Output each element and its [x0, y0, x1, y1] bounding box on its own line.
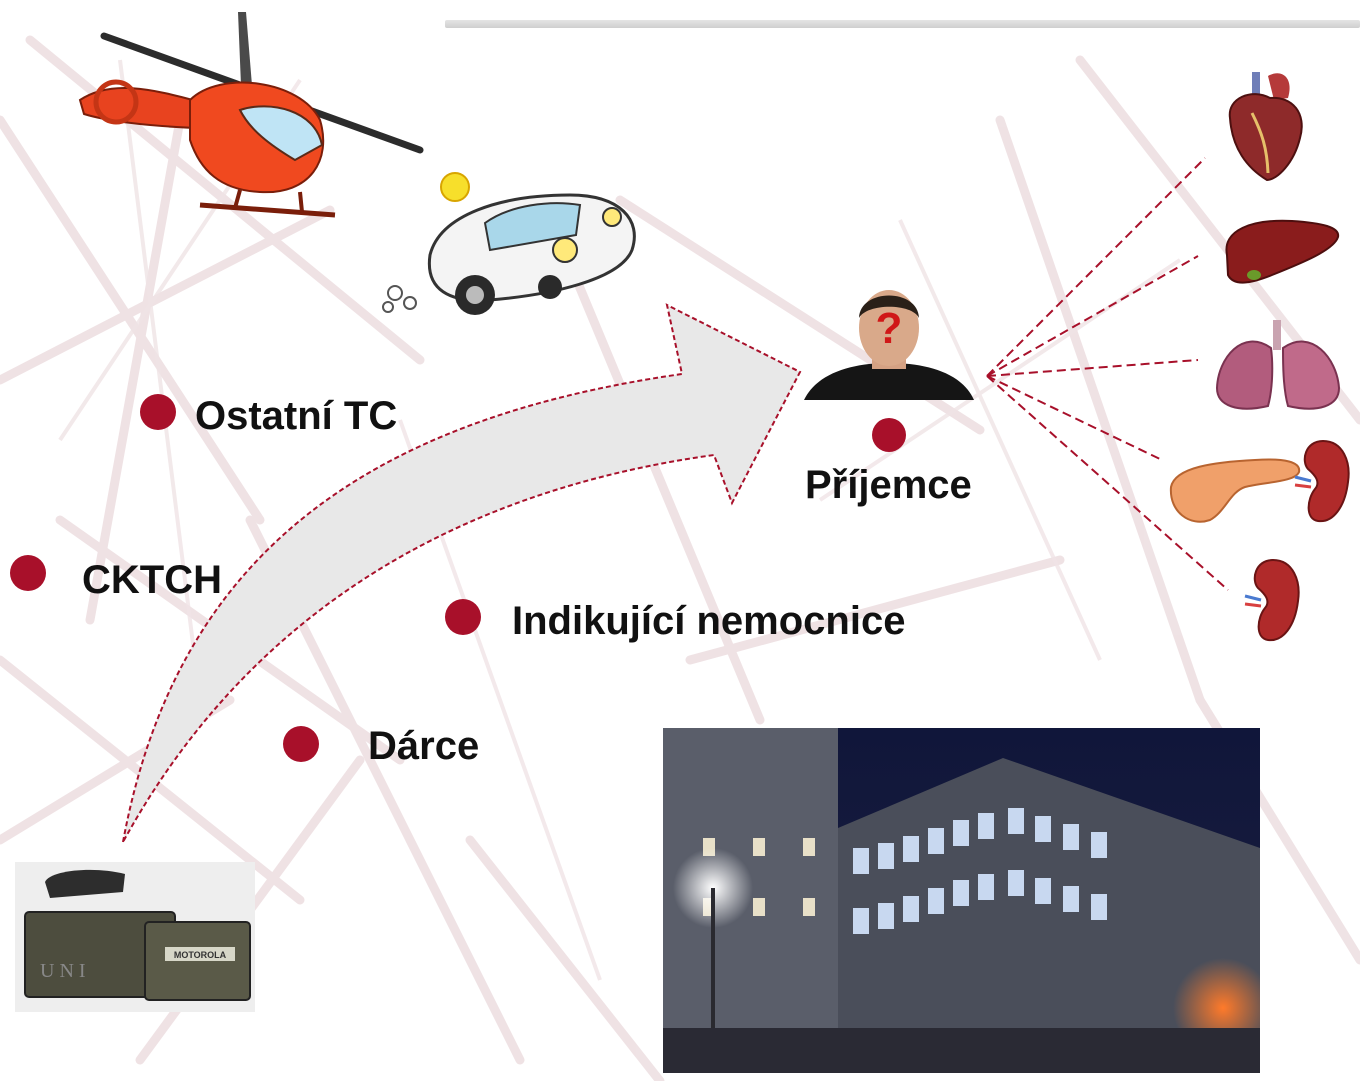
top-divider-bar [445, 20, 1360, 28]
label-cktch: CKTCH [82, 558, 222, 602]
label-prijemce: Příjemce [805, 463, 972, 507]
kidney-organ-icon [1244, 558, 1300, 642]
label-darce: Dárce [368, 724, 480, 768]
svg-text:MOTOROLA: MOTOROLA [174, 950, 227, 960]
hospital-building-photo [663, 728, 1260, 1073]
bullet-darce [283, 726, 319, 762]
svg-text:?: ? [876, 304, 903, 353]
kidney-organ-icon [1294, 439, 1350, 523]
bullet-ostatni-tc [140, 394, 176, 430]
bullet-cktch [10, 555, 46, 591]
ambulance-car-icon [382, 172, 636, 315]
heart-organ-icon [1228, 72, 1303, 182]
bullet-indikujici-nemocnice [445, 599, 481, 635]
helicopter-icon [78, 12, 424, 218]
pancreas-organ-icon [1169, 458, 1301, 523]
anonymous-recipient-icon: ? [804, 290, 974, 400]
liver-organ-icon [1225, 219, 1340, 284]
lungs-organ-icon [1215, 320, 1341, 410]
bullet-prijemce [872, 418, 906, 452]
svg-text:U N I: U N I [40, 960, 86, 982]
label-ostatni-tc: Ostatní TC [195, 394, 398, 438]
label-indikujici-nemocnice: Indikující nemocnice [512, 599, 906, 643]
motorola-radio-icon: MOTOROLA U N I [15, 862, 255, 1012]
